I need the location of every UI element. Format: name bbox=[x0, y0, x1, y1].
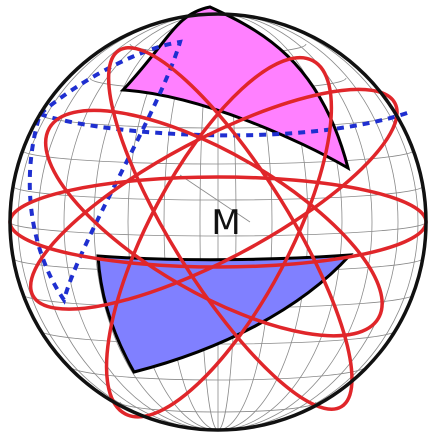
upper-triangle-patch bbox=[119, 5, 351, 172]
dashed-great-circle bbox=[39, 110, 411, 138]
great-circle-tilted bbox=[106, 45, 354, 411]
dashed-great-circle bbox=[27, 39, 183, 305]
grid-meridian bbox=[17, 14, 419, 430]
sphere-outline bbox=[8, 12, 428, 432]
grid-parallel bbox=[21, 149, 415, 165]
grid-parallel bbox=[119, 401, 317, 413]
great-circle-tilted bbox=[104, 55, 334, 419]
grid-meridian bbox=[37, 14, 399, 430]
center-label: M bbox=[211, 203, 240, 243]
grid-meridian bbox=[199, 14, 237, 430]
grid-meridian bbox=[63, 14, 373, 430]
grid-parallel bbox=[12, 185, 424, 201]
great-circle-tilted bbox=[43, 108, 384, 338]
grid-meridian bbox=[163, 14, 273, 430]
grid-parallel bbox=[69, 365, 367, 381]
grid-diagonal bbox=[179, 174, 251, 223]
dashed-circles bbox=[27, 39, 411, 305]
grid-meridian bbox=[127, 14, 309, 430]
great-circle-tilted bbox=[28, 87, 399, 311]
